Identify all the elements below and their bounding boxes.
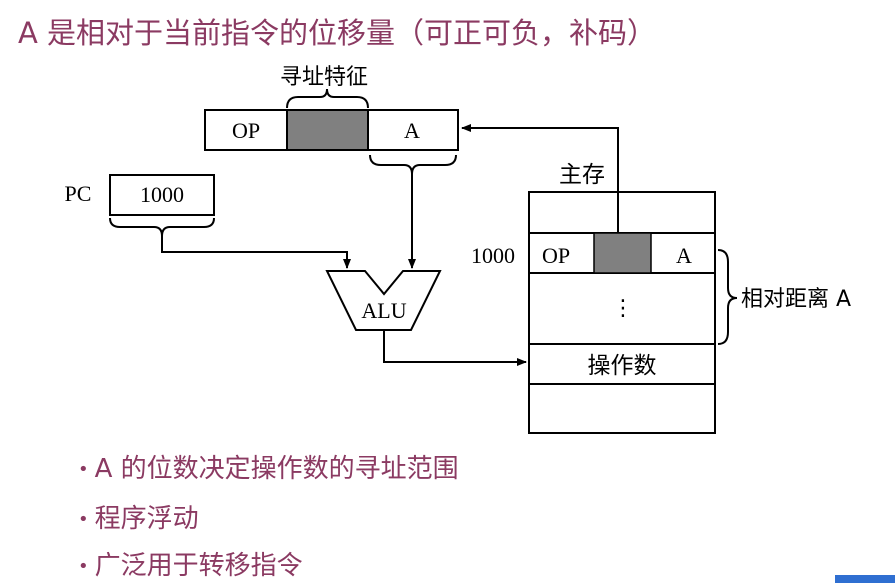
memory-addressing-feature-field: [593, 232, 652, 274]
pc-label: PC: [65, 181, 92, 206]
memory-label: 主存: [559, 162, 605, 188]
alu-shape: [325, 270, 442, 331]
relative-distance-label: 相对距离 A: [741, 287, 851, 312]
pc-brace: [109, 217, 215, 237]
main-memory: OP A ⋮ 操作数: [528, 191, 716, 434]
operand-cell: [528, 343, 716, 385]
memory-address-label: 1000: [471, 243, 515, 268]
bullet-dot-icon: •: [78, 556, 89, 577]
bullet-text: A 的位数决定操作数的寻址范围: [94, 454, 459, 484]
memory-ellipsis: ⋮: [612, 296, 634, 321]
addressing-feature-brace: [286, 88, 369, 109]
pc-register: [109, 174, 215, 216]
memory-op-field: OP: [542, 243, 570, 268]
alu-to-operand-arrow: [383, 330, 527, 366]
instruction-a-field: A: [404, 118, 420, 143]
alu-label: ALU: [361, 298, 406, 323]
instruction-op-field: OP: [232, 118, 260, 143]
a-field-brace: [369, 154, 457, 175]
memory-to-instruction-arrow: [461, 124, 619, 233]
bullet-dot-icon: •: [78, 509, 89, 530]
bullet-text: 程序浮动: [94, 504, 199, 534]
memory-a-field: A: [676, 243, 692, 268]
instruction-format: OP A: [204, 109, 459, 151]
corner-scroll-tab[interactable]: [835, 575, 895, 583]
relative-distance-brace: [717, 249, 738, 345]
addressing-feature-field: [286, 109, 369, 151]
pc-value: 1000: [140, 182, 184, 207]
bullet-item: •广泛用于转移指令: [78, 545, 303, 582]
slide-title: A 是相对于当前指令的位移量（可正可负，补码）: [18, 16, 657, 50]
bullet-text: 广泛用于转移指令: [94, 551, 303, 581]
addressing-feature-label: 寻址特征: [280, 65, 368, 90]
bullet-item: •程序浮动: [78, 498, 199, 535]
bullet-item: •A 的位数决定操作数的寻址范围: [78, 448, 459, 485]
operand-label: 操作数: [588, 353, 657, 379]
pc-to-alu-arrow: [161, 236, 351, 269]
bullet-dot-icon: •: [78, 459, 89, 480]
